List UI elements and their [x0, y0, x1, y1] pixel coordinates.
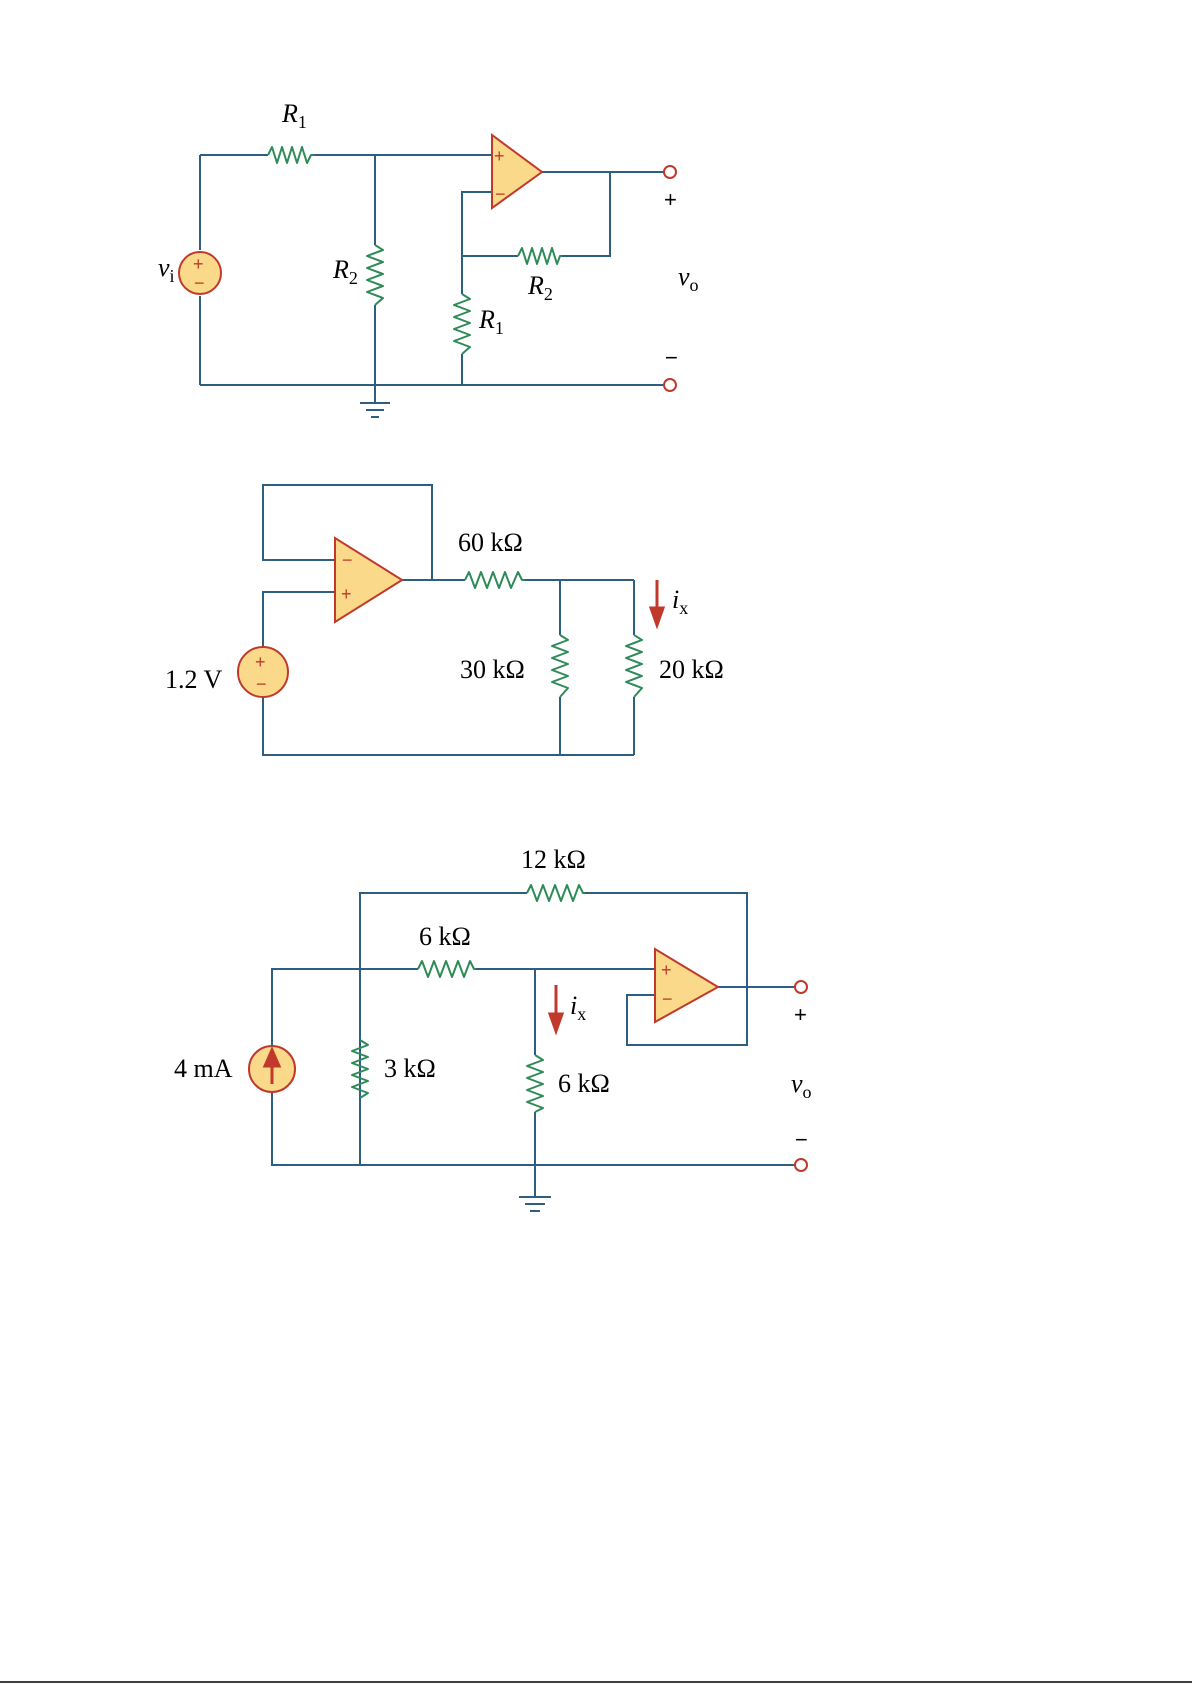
output-terminal-top — [795, 981, 807, 993]
ground-symbol — [360, 403, 390, 417]
current-arrow-ix — [550, 985, 562, 1031]
label-3k: 3 kΩ — [384, 1054, 436, 1083]
ground-symbol — [519, 1197, 551, 1211]
resistor-60k — [465, 572, 525, 588]
label-vo: vo — [678, 262, 699, 295]
label-ix: ix — [672, 585, 688, 618]
output-terminal-top — [664, 166, 676, 178]
circuit-2: + − − + 60 kΩ 30 kΩ 20 kΩ 1.2 V ix — [165, 485, 724, 755]
output-plus-sign: + — [794, 1002, 807, 1027]
opamp-minus-sign: − — [342, 550, 353, 570]
resistor-6k-ground — [527, 1055, 543, 1112]
label-60k: 60 kΩ — [458, 528, 523, 557]
op-amp-3: + − — [655, 949, 718, 1022]
source-plus-sign: + — [193, 254, 204, 274]
opamp-plus-sign: + — [341, 584, 352, 604]
label-vo: vo — [791, 1069, 812, 1102]
label-vi: vi — [158, 253, 175, 286]
circuit-1: + − + − + − R1 R2 R2 R1 vi vo — [158, 99, 699, 417]
output-minus-sign: − — [795, 1127, 808, 1152]
label-r2-shunt: R2 — [332, 255, 358, 288]
opamp-minus-sign: − — [662, 989, 673, 1009]
output-plus-sign: + — [664, 187, 677, 212]
output-terminal-bottom — [664, 379, 676, 391]
label-6k-ground: 6 kΩ — [558, 1069, 610, 1098]
label-4ma: 4 mA — [174, 1054, 233, 1083]
resistor-r1-top — [268, 147, 314, 163]
opamp-plus-sign: + — [661, 960, 672, 980]
circuit-3: + − + − 12 kΩ 6 kΩ 3 kΩ 6 kΩ 4 mA ix vo — [174, 845, 812, 1211]
label-30k: 30 kΩ — [460, 655, 525, 684]
source-minus-sign: − — [194, 273, 205, 293]
source-plus-sign: + — [255, 652, 266, 672]
output-terminal-bottom — [795, 1159, 807, 1171]
resistor-20k — [626, 635, 642, 697]
label-6k-series: 6 kΩ — [419, 922, 471, 951]
resistor-r2-shunt — [367, 245, 383, 305]
opamp-plus-sign: + — [494, 146, 505, 166]
source-minus-sign: − — [256, 674, 267, 694]
circuit-2-wires — [263, 485, 634, 755]
voltage-source-1-2v: + − — [238, 647, 288, 697]
label-12k: 12 kΩ — [521, 845, 586, 874]
op-amp-2: − + — [335, 538, 402, 622]
current-source-4ma — [249, 1046, 295, 1092]
label-20k: 20 kΩ — [659, 655, 724, 684]
voltage-source-vi: + − — [179, 252, 221, 294]
opamp-minus-sign: − — [495, 184, 506, 204]
resistor-r2-feedback — [518, 248, 562, 264]
current-arrow-ix — [651, 580, 663, 625]
label-r1-top: R1 — [281, 99, 307, 132]
label-r2-feedback: R2 — [527, 271, 553, 304]
circuit-1-wires — [200, 155, 664, 402]
resistor-6k-series — [418, 961, 476, 977]
resistor-r1-ground — [454, 294, 470, 354]
output-minus-sign: − — [665, 345, 678, 370]
label-r1-ground: R1 — [478, 305, 504, 338]
op-amp-1: + − — [492, 135, 542, 208]
circuit-3-wires — [272, 893, 795, 1196]
label-1-2v: 1.2 V — [165, 665, 223, 694]
label-ix: ix — [570, 991, 586, 1024]
resistor-30k — [552, 635, 568, 697]
resistor-12k — [527, 885, 585, 901]
